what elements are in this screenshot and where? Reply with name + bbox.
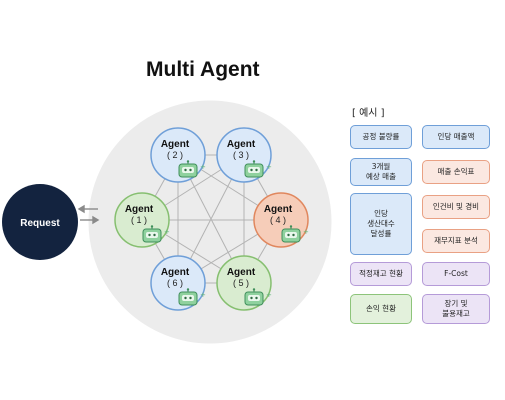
agent-node-3[interactable]: Agent( 3 ) + <box>217 128 272 182</box>
agent-label: Agent <box>227 139 256 150</box>
svg-text:+: + <box>164 228 170 236</box>
agent-node-2[interactable]: Agent( 2 ) + <box>151 128 206 182</box>
svg-text:+: + <box>200 163 206 171</box>
agent-number: ( 6 ) <box>167 278 183 288</box>
request-node[interactable]: Request <box>2 184 78 260</box>
examples-title: [ 예시 ] <box>352 104 385 119</box>
agent-node-1[interactable]: Agent( 1 ) + <box>115 193 170 247</box>
agent-number: ( 2 ) <box>167 150 183 160</box>
agent-node-4[interactable]: Agent( 4 ) + <box>254 193 309 247</box>
agent-node-5[interactable]: Agent( 5 ) + <box>217 256 272 310</box>
agent-label: Agent <box>125 204 154 215</box>
example-item: 3개월 예상 매출 <box>350 158 412 186</box>
agent-label: Agent <box>161 267 190 278</box>
agent-number: ( 1 ) <box>131 215 147 225</box>
agent-label: Agent <box>264 204 293 215</box>
example-item: 장기 및 불용재고 <box>422 294 490 324</box>
agent-number: ( 4 ) <box>270 215 286 225</box>
example-item: 공정 불량률 <box>350 125 412 149</box>
agent-number: ( 3 ) <box>233 150 249 160</box>
example-item: F-Cost <box>422 262 490 286</box>
example-item: 적정재고 현황 <box>350 262 412 286</box>
agent-number: ( 5 ) <box>233 278 249 288</box>
svg-text:+: + <box>303 228 309 236</box>
example-item: 인건비 및 경비 <box>422 195 490 219</box>
example-item: 인당 매출액 <box>422 125 490 149</box>
example-item: 매출 손익표 <box>422 160 490 184</box>
example-item: 손익 현황 <box>350 294 412 324</box>
svg-text:+: + <box>200 291 206 299</box>
example-item: 재무지표 분석 <box>422 229 490 253</box>
agent-label: Agent <box>161 139 190 150</box>
agent-node-6[interactable]: Agent( 6 ) + <box>151 256 206 310</box>
svg-text:+: + <box>266 163 272 171</box>
svg-text:+: + <box>266 291 272 299</box>
example-item: 인당 생산대수 달성률 <box>350 193 412 255</box>
request-label: Request <box>20 218 60 229</box>
agent-label: Agent <box>227 267 256 278</box>
